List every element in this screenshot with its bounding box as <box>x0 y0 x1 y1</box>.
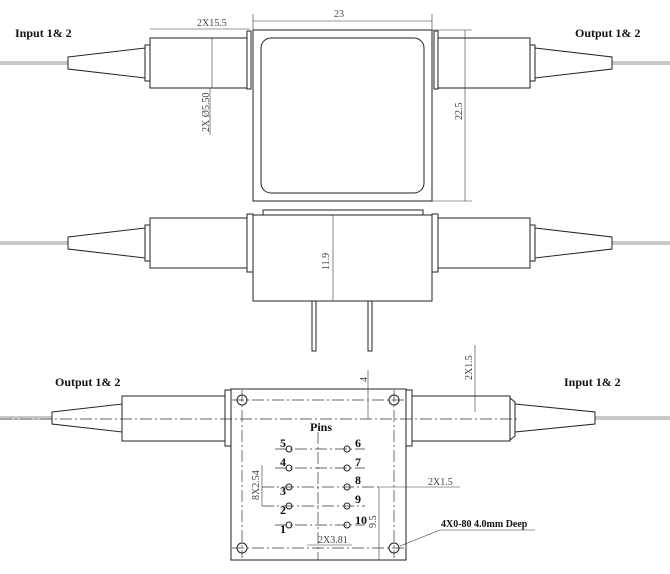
pin-label-8: 8 <box>355 473 361 487</box>
pin-4 <box>285 464 293 472</box>
mount-hole <box>388 394 400 406</box>
left-boot <box>67 47 146 79</box>
mount-hole <box>388 542 400 554</box>
bottom-input-label: Input 1& 2 <box>564 375 621 389</box>
mount-hole <box>236 394 248 406</box>
leader-line <box>399 529 441 547</box>
drawing-shape <box>262 209 424 216</box>
pin-2 <box>285 502 293 510</box>
side-right-tube <box>437 217 531 269</box>
pin <box>367 300 373 352</box>
left-tube <box>149 37 248 89</box>
pins-label: Pins <box>310 420 332 434</box>
pin-10 <box>343 521 351 529</box>
dim-pin-row: 9.5 <box>368 516 379 529</box>
dim-tube-length: 2X15.5 <box>197 18 227 29</box>
drawing-shape <box>529 224 536 262</box>
dim-pin-pitch: 8X2.54 <box>251 470 262 500</box>
drawing-shape <box>514 403 596 433</box>
drawing-shape <box>246 30 252 90</box>
bottom-box <box>230 388 407 561</box>
pin-label-2: 2 <box>280 503 286 517</box>
pin-1 <box>285 521 293 529</box>
pin-label-6: 6 <box>355 436 361 450</box>
drawing-shape <box>144 44 151 82</box>
drawing-shape <box>67 227 146 259</box>
drawing-shape <box>529 44 536 82</box>
drawing-shape <box>144 224 151 262</box>
top-output-label: Output 1& 2 <box>575 26 640 40</box>
drawing-shape <box>246 213 254 273</box>
pin-8 <box>343 483 351 491</box>
pin-label-7: 7 <box>355 455 361 469</box>
dim-pin-spacing: 2X3.81 <box>318 535 348 546</box>
drawing-shape <box>433 30 439 90</box>
pin-7 <box>343 464 351 472</box>
pin-label-9: 9 <box>355 492 361 506</box>
pin-3 <box>285 483 293 491</box>
side-box <box>252 214 433 302</box>
mount-hole <box>236 542 248 554</box>
pin-label-5: 5 <box>280 436 286 450</box>
pin-5 <box>285 445 293 453</box>
pin-label-1: 1 <box>280 522 286 536</box>
pin-grid <box>262 445 380 529</box>
dim-offset-side: 2X1.5 <box>428 477 453 488</box>
right-tube <box>437 37 531 89</box>
side-view: 11.9 <box>0 209 670 352</box>
hole-note: 4X0-80 4.0mm Deep <box>441 519 528 530</box>
dim-offset-top: 2X1.5 <box>464 355 475 380</box>
drawing-shape <box>405 389 413 447</box>
dim-tube-diameter: 2X Ø5.50 <box>201 93 212 132</box>
right-boot <box>534 47 613 79</box>
dim-side-height: 11.9 <box>321 253 332 270</box>
bottom-right-tube <box>411 395 511 442</box>
side-left-tube <box>149 217 248 269</box>
pin-6 <box>343 445 351 453</box>
dim-height: 22.5 <box>454 103 465 121</box>
drawing-shape <box>51 403 123 433</box>
pin-label-3: 3 <box>280 484 286 498</box>
drawing-shape <box>534 227 613 259</box>
pin-label-10: 10 <box>355 513 367 527</box>
top-input-label: Input 1& 2 <box>15 26 72 40</box>
pin-9 <box>343 502 351 510</box>
drawing-shape <box>431 213 439 273</box>
dim-hole-offset: 4 <box>359 377 370 382</box>
top-lid <box>260 37 425 194</box>
dim-width: 23 <box>334 9 344 20</box>
top-box <box>252 29 433 202</box>
top-view: Input 1& 2 Output 1& 2 23 2X15.5 2X Ø5.5… <box>0 9 670 202</box>
pin <box>311 300 317 352</box>
drawing-shape <box>224 389 232 447</box>
bottom-output-label: Output 1& 2 <box>55 375 120 389</box>
pin-label-4: 4 <box>280 455 286 469</box>
bottom-left-tube <box>121 395 226 442</box>
bottom-view: Output 1& 2 Input 1& 2 Pins <box>0 345 670 561</box>
